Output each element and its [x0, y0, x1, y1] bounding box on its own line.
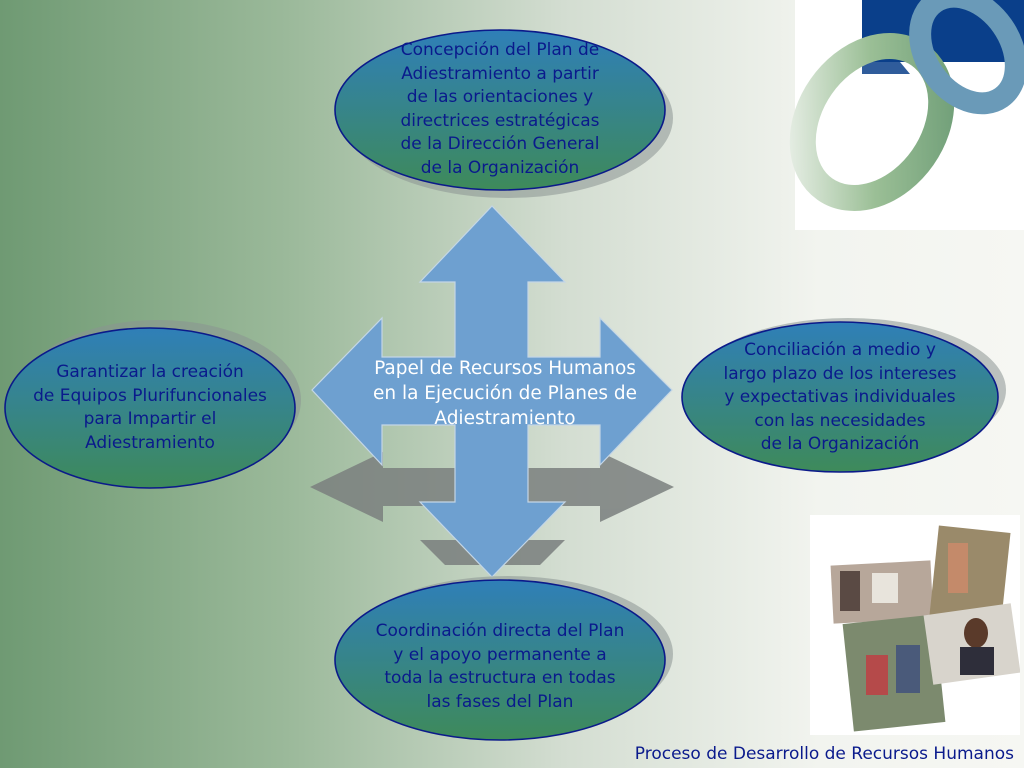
ellipse-top	[334, 29, 673, 198]
ellipse-left	[4, 320, 301, 489]
logo-icon	[789, 0, 1024, 230]
four-way-arrow	[311, 205, 673, 578]
node-right-label: Conciliación a medio y largo plazo de lo…	[723, 340, 957, 454]
node-left-label: Garantizar la creación de Equipos Plurif…	[33, 362, 267, 453]
ellipse-bottom	[334, 576, 673, 741]
ellipse-right	[681, 318, 1006, 473]
photo-collage-image	[810, 515, 1020, 735]
footer-title: Proceso de Desarrollo de Recursos Humano…	[634, 744, 1014, 764]
center-label: Papel de Recursos Humanos en la Ejecució…	[372, 358, 638, 429]
node-top-label: Concepción del Plan de Adiestramiento a …	[400, 40, 600, 178]
node-bottom-label: Coordinación directa del Plan y el apoyo…	[375, 621, 625, 712]
